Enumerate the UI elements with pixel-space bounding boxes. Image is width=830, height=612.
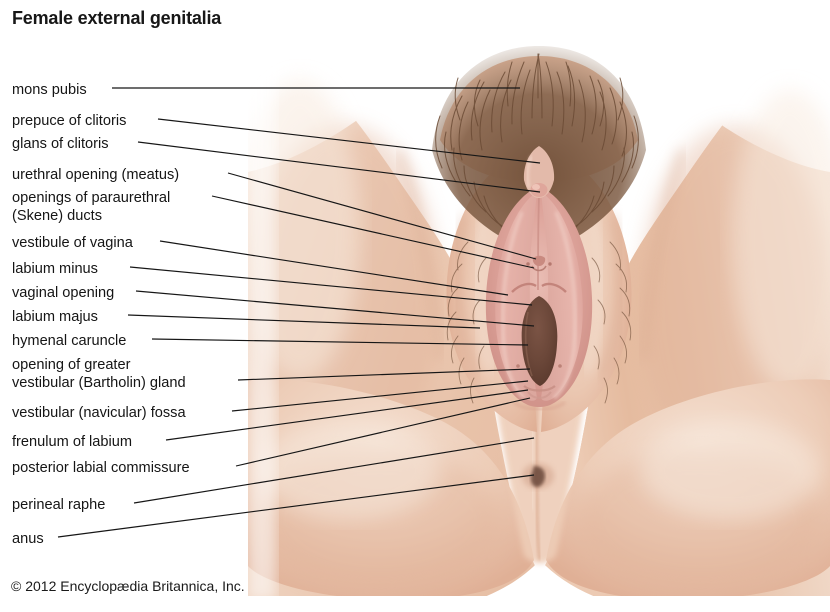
- label-text-line: opening of greater: [12, 357, 131, 373]
- leader-line-prepuce-of-clitoris: [157, 118, 541, 164]
- label-text-line: prepuce of clitoris: [12, 113, 127, 129]
- page-title: Female external genitalia: [12, 8, 222, 28]
- label-text-line: anus: [12, 531, 44, 547]
- hymenal-caruncle-left: [511, 282, 537, 293]
- left-buttock-highlight: [260, 420, 440, 520]
- label-labium-majus: labium majus: [12, 309, 98, 326]
- label-anus: anus: [12, 531, 44, 548]
- hymenal-caruncle-right: [541, 282, 567, 293]
- right-thigh-highlight: [732, 90, 830, 390]
- vestibular-navicular-fossa: [523, 385, 556, 392]
- edge-blend-left: [248, 30, 276, 596]
- label-text-line: urethral opening (meatus): [12, 167, 180, 183]
- label-urethral-opening-meatus: urethral opening (meatus): [12, 167, 179, 184]
- label-text-line: labium minus: [12, 261, 98, 277]
- label-text-line: posterior labial commissure: [12, 460, 190, 476]
- urethral-opening: [532, 255, 546, 266]
- label-text-line: vestibule of vagina: [12, 235, 133, 251]
- label-text-line: hymenal caruncle: [12, 333, 127, 349]
- labium-majus-left-crease: [454, 214, 481, 380]
- leader-line-anus: [57, 474, 535, 538]
- lateral-pubic-hair: [446, 241, 632, 404]
- label-text-line: vaginal opening: [12, 285, 115, 301]
- label-hymenal-caruncle: hymenal caruncle: [12, 333, 126, 350]
- copyright-notice: © 2012 Encyclopædia Britannica, Inc.: [11, 578, 245, 594]
- leader-line-vestibular-navicular-fossa: [231, 380, 529, 412]
- label-frenulum-of-labium: frenulum of labium: [12, 434, 132, 451]
- label-text-line: labium majus: [12, 309, 98, 325]
- left-groin-crease: [396, 148, 444, 361]
- leader-line-urethral-opening-meatus: [227, 172, 537, 260]
- leader-line-frenulum-of-labium: [165, 389, 529, 441]
- perineal-raphe-line: [534, 381, 542, 561]
- label-text-line: mons pubis: [12, 82, 87, 98]
- frenulum-of-labium: [527, 391, 552, 399]
- label-text-line: glans of clitoris: [12, 136, 109, 152]
- leader-line-hymenal-caruncle: [151, 338, 529, 346]
- label-text-line: openings of paraurethral: [12, 190, 171, 206]
- leader-line-vestibule-of-vagina: [159, 240, 509, 296]
- label-posterior-labial-commissure: posterior labial commissure: [12, 460, 190, 477]
- label-vaginal-opening: vaginal opening: [12, 285, 114, 302]
- label-text-line: vestibular (navicular) fossa: [12, 405, 186, 421]
- label-vestibular-navicular-fossa: vestibular (navicular) fossa: [12, 405, 186, 422]
- leader-line-openings-of-paraurethral-ducts: [211, 195, 535, 269]
- label-vestibule-of-vagina: vestibule of vagina: [12, 235, 133, 252]
- labium-majus-right-crease: [597, 214, 624, 380]
- vaginal-opening: [521, 296, 558, 386]
- pubic-hair-strands: [435, 53, 639, 239]
- right-buttock-highlight: [640, 420, 820, 520]
- leader-line-glans-of-clitoris: [137, 141, 541, 193]
- label-text-line: frenulum of labium: [12, 434, 133, 450]
- prepuce-highlight: [526, 155, 534, 189]
- labia-minora-midline: [537, 195, 540, 291]
- labium-minus-left-edge: [501, 211, 526, 400]
- label-openings-of-paraurethral-ducts: openings of paraurethral(Skene) ducts: [12, 190, 170, 225]
- leader-line-perineal-raphe: [133, 437, 535, 504]
- leader-line-posterior-labial-commissure: [235, 397, 531, 467]
- posterior-labial-commissure: [513, 400, 566, 411]
- glans-highlight: [532, 184, 540, 190]
- label-text-line: vestibular (Bartholin) gland: [12, 374, 186, 391]
- leader-line-labium-minus: [129, 266, 533, 306]
- label-text-line: perineal raphe: [12, 497, 106, 513]
- body-rendering: [248, 30, 830, 596]
- leader-line-opening-of-greater-vestibular-gland: [237, 368, 531, 381]
- label-prepuce-of-clitoris: prepuce of clitoris: [12, 113, 126, 130]
- anus: [530, 466, 545, 487]
- label-text-line: (Skene) ducts: [12, 207, 103, 224]
- label-mons-pubis: mons pubis: [12, 82, 87, 99]
- bartholin-gland-opening-right: [558, 364, 562, 368]
- leader-line-labium-majus: [127, 314, 481, 329]
- vaginal-opening-edge: [524, 311, 533, 377]
- label-perineal-raphe: perineal raphe: [12, 497, 105, 514]
- bottom-background-notch: [430, 560, 650, 596]
- skene-duct-right: [548, 262, 552, 266]
- leader-lines: [57, 87, 541, 538]
- label-labium-minus: labium minus: [12, 261, 98, 278]
- right-groin-crease: [639, 148, 686, 361]
- bartholin-gland-opening-left: [516, 364, 520, 368]
- leader-line-vaginal-opening: [135, 290, 535, 327]
- label-glans-of-clitoris: glans of clitoris: [12, 136, 109, 153]
- skene-duct-left: [526, 262, 530, 266]
- labium-minus-right-edge: [552, 211, 577, 400]
